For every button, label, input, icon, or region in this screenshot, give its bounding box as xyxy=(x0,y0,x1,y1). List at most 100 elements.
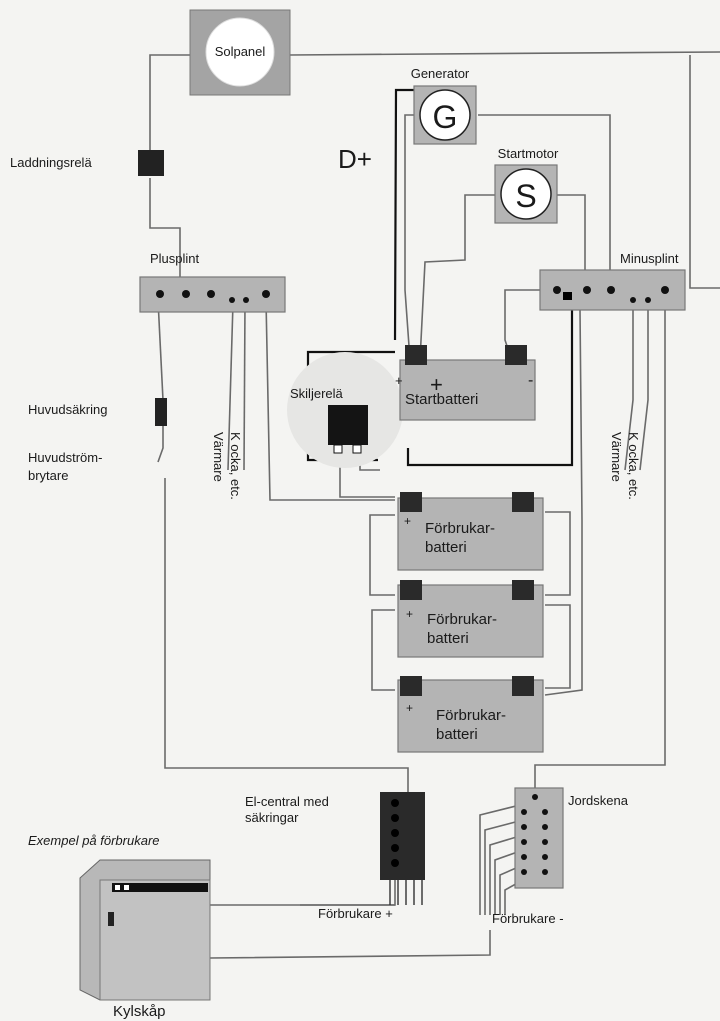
jordskena-terminal xyxy=(521,854,527,860)
dplus-label: D+ xyxy=(338,144,372,174)
jordskena-terminal xyxy=(542,809,548,815)
minusplint: Minusplint xyxy=(539,251,686,311)
jordskena-terminal xyxy=(542,839,548,845)
plusplint: Plusplint xyxy=(139,251,286,313)
jordskena-terminal xyxy=(521,809,527,815)
wire-plus-fuse xyxy=(157,299,164,401)
wire-plusplint-to-forbrukar xyxy=(265,299,395,501)
startmotor-circle xyxy=(500,168,552,220)
elcentral-fuse xyxy=(391,844,399,852)
minusplint-terminal xyxy=(583,286,591,294)
elcentral-outputs xyxy=(389,880,423,905)
wire-solar-to-relay xyxy=(149,54,190,150)
wire-minus-to-forbrukar xyxy=(544,309,583,696)
startbatteri-minus: - xyxy=(528,372,533,389)
solpanel: Solpanel xyxy=(189,9,291,96)
kylskap: Exempel på förbrukare Kylskåp xyxy=(28,833,211,1020)
elcentral-box xyxy=(380,792,425,880)
startmotor: Startmotor S xyxy=(494,146,559,224)
kylskap-label: Kylskåp xyxy=(113,1003,166,1020)
startbatteri-box xyxy=(399,359,536,421)
kylskap-front xyxy=(99,879,211,1001)
generator: Generator G xyxy=(411,66,477,145)
forbrukarbatteri-clamps xyxy=(400,676,534,696)
minusplint-terminal xyxy=(645,297,651,303)
jordskena: Jordskena Förbrukare - xyxy=(492,787,629,926)
wire-fuse-switch xyxy=(157,425,164,463)
wire-startmotor-left xyxy=(419,194,495,361)
jordskena-terminal xyxy=(542,824,548,830)
forbrukare-plus-label: Förbrukare + xyxy=(318,906,393,921)
kylskap-indicator xyxy=(124,885,129,890)
forbrukarbatteri-clamps xyxy=(400,492,534,512)
elcentral-label-1: El-central med xyxy=(245,794,329,809)
plusplint-terminal xyxy=(262,290,270,298)
forbrukarbatteri-label-1: Förbrukar- xyxy=(427,611,497,628)
wire-bat-link-l1 xyxy=(369,514,395,596)
generator-label: Generator xyxy=(411,66,470,81)
exempel-label: Exempel på förbrukare xyxy=(28,833,160,848)
wire-skilje-forbrukar xyxy=(339,455,395,498)
kylskap-handle xyxy=(108,912,114,926)
elcentral-fuse xyxy=(391,814,399,822)
plusplint-label: Plusplint xyxy=(150,251,200,266)
skiljerela-pin xyxy=(333,444,343,454)
wire-bat-link-l2 xyxy=(371,609,395,691)
wire-kocka xyxy=(243,302,246,471)
huvudstrombrytare-label-2: brytare xyxy=(28,468,68,483)
plusplint-terminal xyxy=(243,297,249,303)
wires xyxy=(149,51,720,959)
wire-varmare xyxy=(227,302,234,471)
wire-right-varmare xyxy=(624,305,634,471)
huvudsakring: Huvudsäkring Huvudström- brytare xyxy=(28,398,167,483)
startbatteri: + + - Startbatteri xyxy=(395,345,536,421)
varmare-label-right: Värmare xyxy=(609,432,624,482)
jordskena-terminal xyxy=(521,824,527,830)
skiljerela-pin xyxy=(352,444,362,454)
startmotor-label: Startmotor xyxy=(498,146,559,161)
wire-bat-link-r1 xyxy=(545,511,571,596)
laddningsrela: Laddningsrelä xyxy=(10,150,164,176)
plusplint-terminal xyxy=(156,290,164,298)
forbrukarbatteri-label-2: batteri xyxy=(436,726,478,743)
wire-generator-right xyxy=(478,114,611,285)
wire-minus-to-jordskena xyxy=(534,300,666,795)
minusplint-label: Minusplint xyxy=(620,251,679,266)
wire-dplus-to-generator xyxy=(393,88,415,341)
jordskena-terminal xyxy=(542,869,548,875)
skiljerela-box xyxy=(328,405,368,445)
jordskena-terminal xyxy=(521,869,527,875)
generator-circle xyxy=(419,89,471,141)
minusplint-terminal xyxy=(630,297,636,303)
elcentral-fuse xyxy=(391,799,399,807)
wire-jordskena-outputs xyxy=(479,804,524,915)
forbrukarbatteri-2: + Förbrukar- batteri xyxy=(397,580,544,658)
jordskena-label: Jordskena xyxy=(568,793,629,808)
forbrukarbatteri-plus: + xyxy=(406,607,413,621)
forbrukarbatteri-label-1: Förbrukar- xyxy=(425,520,495,537)
huvudsakring-label: Huvudsäkring xyxy=(28,402,108,417)
forbrukare-minus-label: Förbrukare - xyxy=(492,911,564,926)
startmotor-symbol: S xyxy=(515,178,536,214)
kocka-label-left: K ocka, etc. xyxy=(228,432,243,500)
wire-relay-to-plusplint xyxy=(149,178,181,288)
startbatteri-clamps xyxy=(405,345,527,365)
wire-right-kocka xyxy=(639,305,649,471)
startbatteri-plus-small: + xyxy=(395,373,403,388)
generator-symbol: G xyxy=(433,99,458,135)
elcentral-fuse xyxy=(391,829,399,837)
jordskena-terminal xyxy=(542,854,548,860)
elcentral: El-central med säkringar Förbrukare + xyxy=(245,792,425,921)
jordskena-terminal xyxy=(521,839,527,845)
wire-startmotor-right xyxy=(555,194,586,285)
plusplint-terminal xyxy=(182,290,190,298)
minusplint-terminal xyxy=(553,286,561,294)
wire-elcentral-out xyxy=(300,880,396,906)
wire-right-drop xyxy=(689,55,720,289)
wire-generator-left xyxy=(404,114,418,361)
minusplint-marker xyxy=(563,292,572,300)
skiljerela-label: Skiljerelä xyxy=(290,386,344,401)
minusplint-terminal xyxy=(607,286,615,294)
startbatteri-plus: + xyxy=(430,372,443,397)
